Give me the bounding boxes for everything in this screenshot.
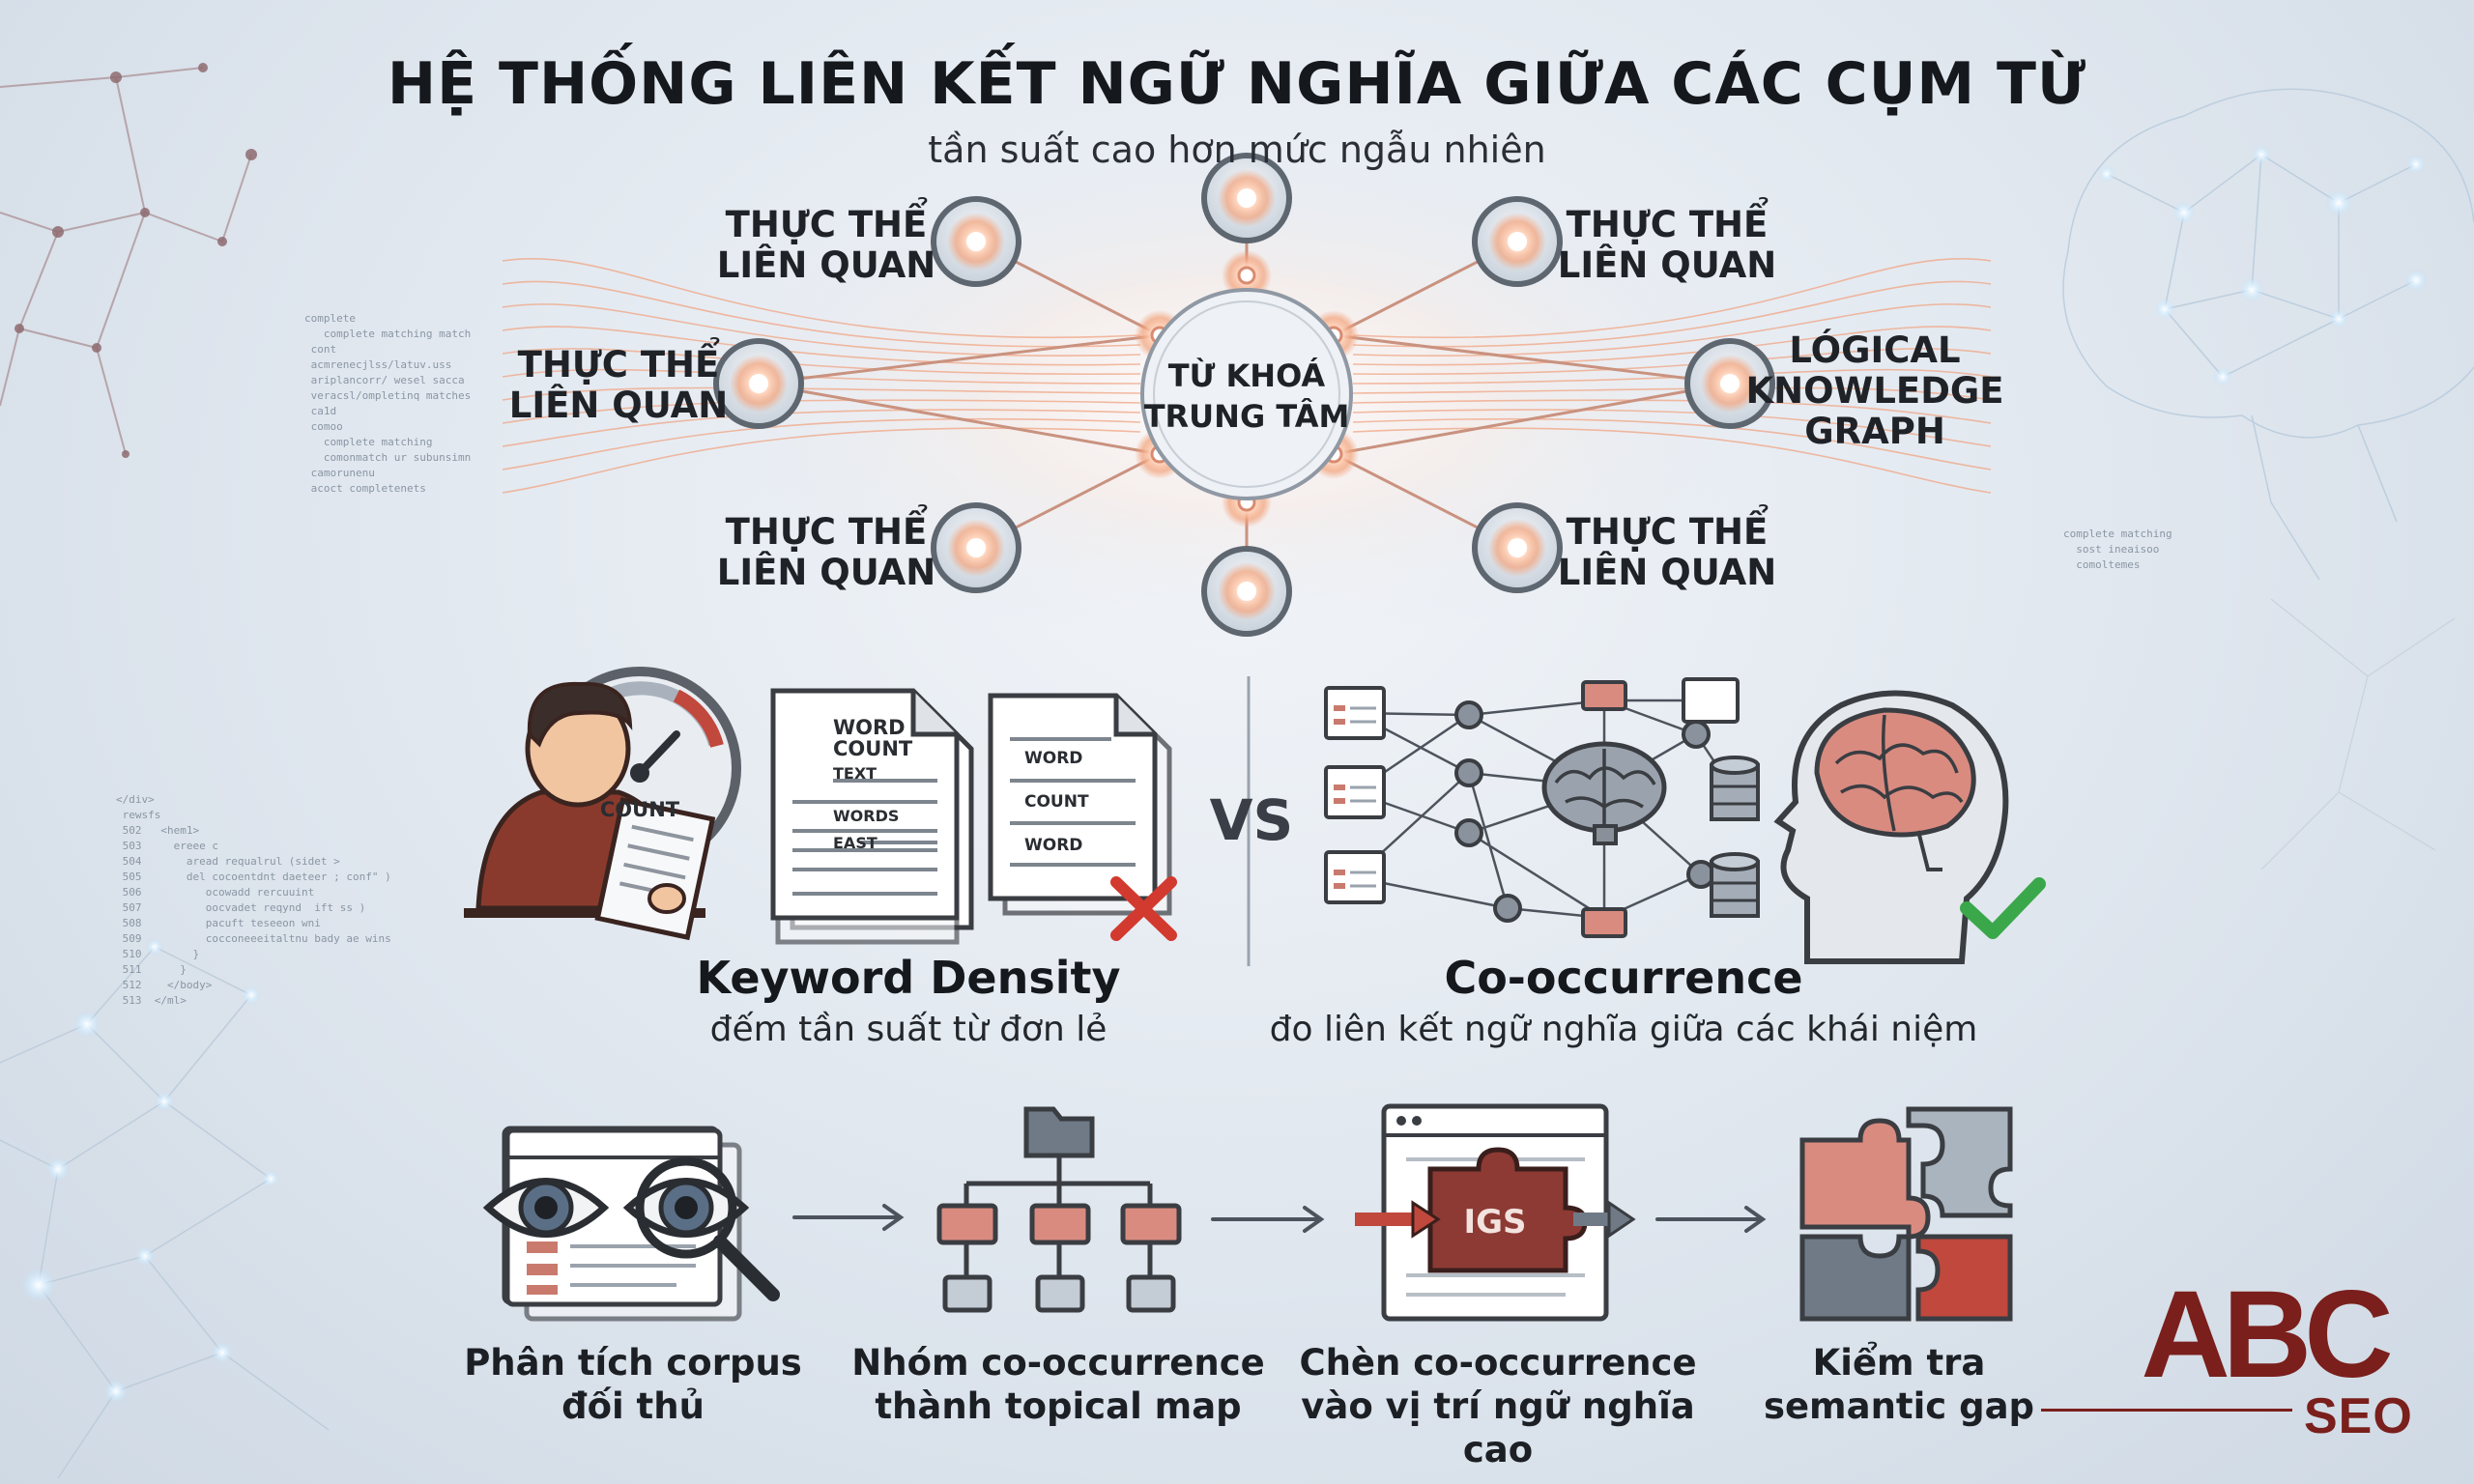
network-outer-nodes: [713, 153, 1775, 637]
page-subtitle: tần suất cao hơn mức ngẫu nhiên: [928, 128, 1546, 171]
vs-label: VS: [1209, 787, 1294, 853]
brand-logo-abc: ABC: [2141, 1266, 2393, 1404]
decor-code-snippet-2: </div> rewsfs 502 <hem1> 503 ereee c 504…: [116, 793, 391, 1007]
co-document-mark: [1334, 870, 1345, 875]
decor-code-snippet-3: complete matching sost ineaisoo comoltem…: [2063, 528, 2172, 571]
flow-line-left: [502, 427, 1141, 494]
co-node: [1493, 894, 1522, 923]
flow-line-right: [1352, 399, 1992, 424]
flow-line-right: [1352, 409, 1992, 447]
eyes-magnifier-icon: [482, 1126, 780, 1322]
flow-line-left: [502, 257, 1141, 339]
keyword-density-illustration: [464, 667, 1177, 945]
flow-line-right: [1352, 386, 1992, 401]
igs-puzzle-icon: [1355, 1103, 1636, 1322]
co-occurrence-title: Co-occurrence: [1444, 952, 1803, 1004]
flow-line-right: [1352, 368, 1992, 385]
network-outer-node-core: [1237, 188, 1256, 208]
co-document-icon: [1324, 765, 1386, 819]
flow-line-right: [1352, 417, 1992, 471]
co-occurrence-subtitle: đo liên kết ngữ nghĩa giữa các khái niệm: [1269, 1010, 1978, 1049]
node-label-mid-left: THỰC THỂ LIÊN QUAN: [508, 344, 729, 426]
node-label-knowledge-graph: LÓGICAL KNOWLEDGE GRAPH: [1745, 329, 2004, 452]
network-outer-node-core: [1508, 232, 1527, 251]
brain-icon-small: [1541, 741, 1667, 845]
network-outer-node-core: [1720, 374, 1740, 393]
network-outer-node-core: [1508, 538, 1527, 557]
node-label-top-right: THỰC THỂ LIÊN QUAN: [1557, 204, 1777, 286]
network-outer-node-core: [966, 232, 986, 251]
decor-network-top-left: [0, 67, 252, 455]
node-label-bottom-right: THỰC THỂ LIÊN QUAN: [1557, 511, 1777, 593]
database-icon-top: [1710, 756, 1760, 775]
puzzle-icon: [1799, 1106, 2013, 1322]
network-outer-node-core: [749, 374, 768, 393]
flow-line-right: [1352, 326, 1992, 366]
network-edge: [758, 333, 1161, 385]
flow-line-right: [1352, 427, 1992, 494]
decor-code-snippet: complete complete matching match cont ac…: [304, 312, 472, 495]
co-document-mark: [1334, 719, 1345, 725]
brand-logo-rule: [2041, 1409, 2292, 1412]
database-icon-top: [1710, 852, 1760, 871]
center-keyword-label: TỪ KHOÁ TRUNG TÂM: [1143, 357, 1350, 435]
co-document-mark: [1334, 798, 1345, 804]
network-edge: [758, 382, 1161, 456]
co-document-mark: [1334, 883, 1345, 889]
co-document-icon: [1682, 677, 1740, 724]
co-node: [1454, 700, 1483, 729]
co-occurrence-illustration: [1324, 677, 2046, 964]
flow-line-left: [502, 326, 1141, 366]
head-brain-icon: [1773, 690, 2009, 964]
co-concept-node: [1581, 680, 1627, 711]
flow-line-left: [502, 348, 1141, 376]
keyword-density-title: Keyword Density: [696, 952, 1121, 1004]
check-mark-icon: [1960, 877, 2046, 939]
cross-mark-icon: [1110, 876, 1177, 941]
node-label-top-left: THỰC THỂ LIÊN QUAN: [716, 204, 936, 286]
word-document-icon: [988, 693, 1172, 916]
co-concept-node: [1581, 907, 1627, 938]
word-count-document-icon: [770, 688, 974, 945]
co-document-mark: [1334, 785, 1345, 790]
flow-lines: [502, 257, 1992, 494]
co-document-icon: [1324, 850, 1386, 904]
decor-network-bottom-left: [0, 946, 330, 1479]
network-edge: [1333, 382, 1731, 456]
flow-line-right: [1352, 348, 1992, 376]
step-arrows: [792, 1204, 1767, 1233]
network-outer-node-core: [966, 538, 986, 557]
co-edge: [1468, 831, 1605, 920]
flow-line-left: [502, 399, 1141, 424]
co-edge: [1467, 772, 1510, 909]
brand-logo-seo: SEO: [2304, 1388, 2413, 1444]
decor-network-right: [2260, 598, 2456, 870]
page-title: HỆ THỐNG LIÊN KẾT NGỮ NGHĨA GIỮA CÁC CỤM…: [387, 50, 2087, 118]
co-document-mark: [1334, 705, 1345, 711]
flow-line-right: [1352, 257, 1992, 339]
flow-line-right: [1352, 303, 1992, 357]
flow-line-left: [502, 409, 1141, 447]
flow-line-left: [502, 280, 1141, 348]
co-node: [1454, 758, 1483, 787]
network-outer-node-core: [1237, 582, 1256, 601]
co-node: [1682, 720, 1711, 749]
network-minor-node: [1237, 266, 1256, 285]
hierarchy-folder-icon: [936, 1106, 1182, 1313]
person-reading-icon: [464, 681, 716, 941]
flow-line-left: [502, 303, 1141, 357]
center-keyword-node: [1140, 288, 1353, 500]
flow-line-right: [1352, 280, 1992, 348]
co-document-icon: [1324, 686, 1386, 740]
co-node: [1454, 818, 1483, 847]
network-edge: [1333, 333, 1731, 385]
flow-line-left: [502, 417, 1141, 471]
keyword-density-subtitle: đếm tần suất từ đơn lẻ: [709, 1010, 1108, 1049]
node-label-bottom-left: THỰC THỂ LIÊN QUAN: [716, 511, 936, 593]
